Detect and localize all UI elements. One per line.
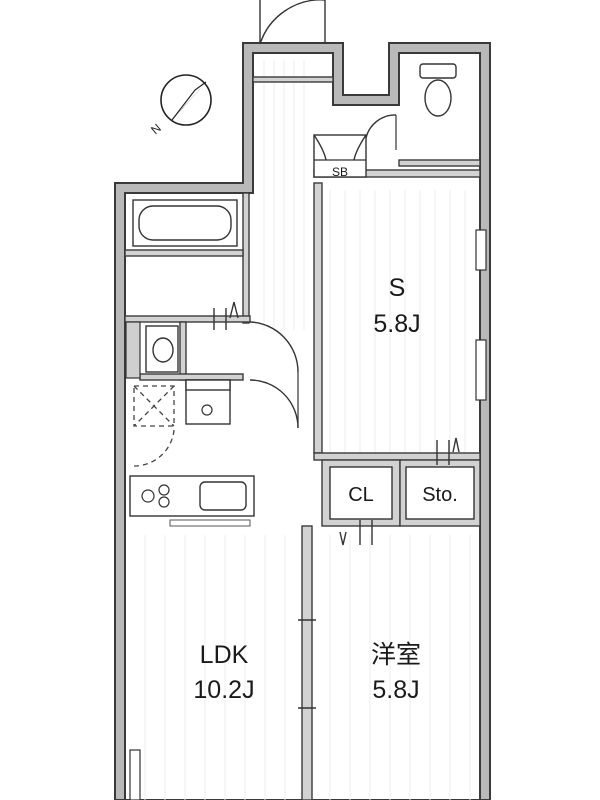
room-western-name: 洋室 — [371, 641, 421, 669]
room-s-size: 5.8J — [373, 310, 420, 338]
storage-box — [405, 466, 475, 520]
toilet — [365, 63, 457, 150]
kitchen-counter — [129, 475, 255, 527]
entrance-door — [259, 0, 326, 45]
room-ldk-size: 10.2J — [193, 676, 254, 704]
compass: N — [148, 74, 212, 137]
compass-north-label: N — [148, 121, 164, 137]
closet-box — [329, 466, 393, 520]
washing-machine-space — [185, 379, 231, 425]
sliding-door-marks — [213, 301, 460, 709]
shoe-box: SB — [313, 134, 367, 179]
outer-wall — [114, 42, 491, 800]
washroom-door — [249, 321, 299, 429]
room-western-size: 5.8J — [372, 676, 419, 704]
room-s-name: S — [389, 274, 406, 302]
room-ldk-name: LDK — [200, 641, 249, 669]
refrigerator-space — [133, 385, 175, 467]
room-cl-label: CL — [348, 484, 374, 506]
room-sto-label: Sto. — [422, 484, 458, 506]
floor-hatching — [144, 60, 471, 800]
washbasin — [125, 321, 179, 379]
sb-label: SB — [332, 165, 348, 179]
bathtub — [132, 199, 238, 247]
windows — [129, 229, 487, 800]
